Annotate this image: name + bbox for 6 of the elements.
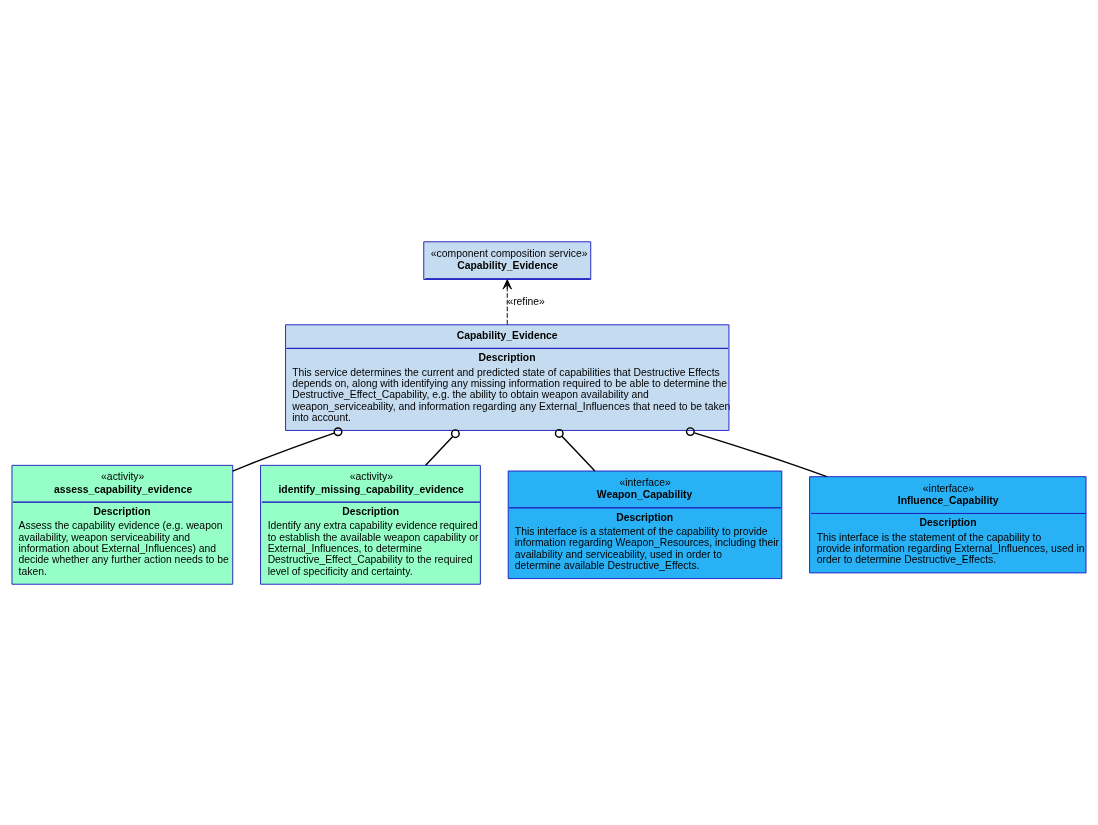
edge-label: «refine» <box>507 295 545 307</box>
arrow <box>502 278 512 325</box>
connector <box>554 428 596 472</box>
connector <box>685 426 828 477</box>
connector <box>425 428 460 466</box>
connector <box>232 426 343 472</box>
